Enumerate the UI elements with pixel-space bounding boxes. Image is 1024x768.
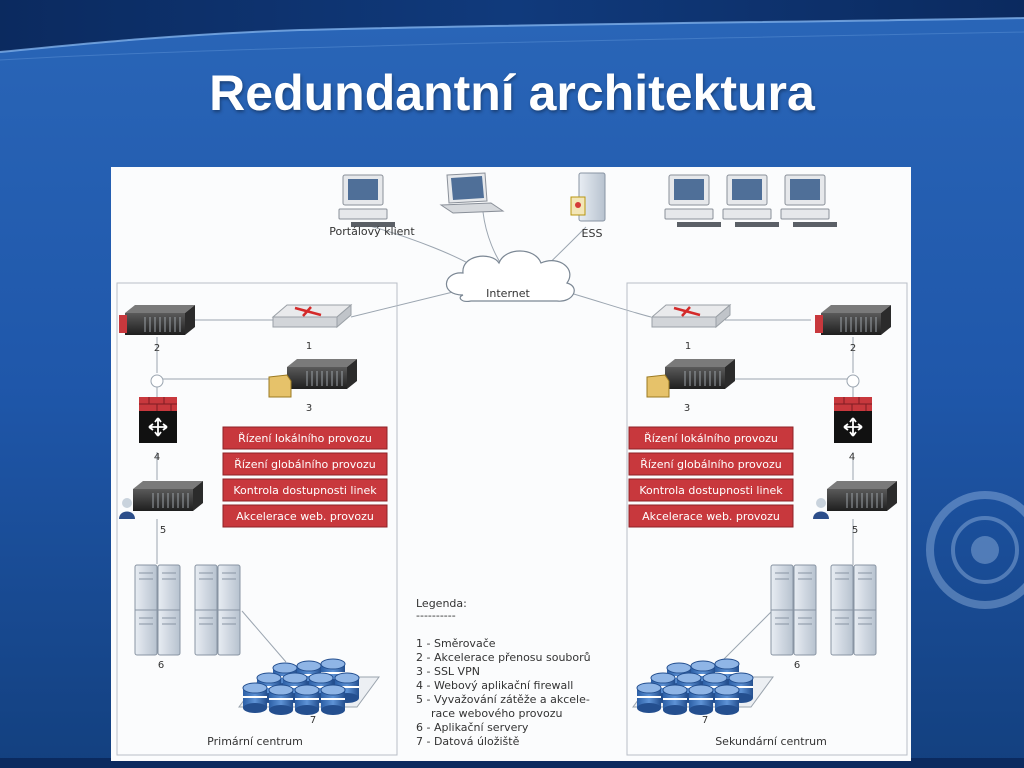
primary-router-icon bbox=[271, 303, 353, 329]
secondary-number-3: 3 bbox=[684, 403, 690, 414]
legend-item: 1 - Směrovače bbox=[416, 637, 496, 650]
secondary-center-frame bbox=[626, 282, 908, 756]
secondary-number-6: 6 bbox=[794, 660, 800, 671]
secondary-feature-label: Řízení globálního provozu bbox=[640, 458, 782, 471]
secondary-feature-box bbox=[628, 426, 794, 450]
pc-group-icon bbox=[664, 174, 838, 228]
secondary-number-5: 5 bbox=[852, 525, 858, 536]
primary-feature-label: Řízení globálního provozu bbox=[234, 458, 376, 471]
primary-feature-list: Řízení lokálního provozu Řízení globální… bbox=[222, 426, 388, 528]
legend-item: 4 - Webový aplikační firewall bbox=[416, 679, 573, 692]
primary-feature-box bbox=[222, 504, 388, 528]
secondary-number-2: 2 bbox=[850, 343, 856, 354]
secondary-ssl-vpn-icon bbox=[646, 358, 736, 398]
ess-server-icon bbox=[570, 172, 606, 222]
secondary-accelerator-icon bbox=[815, 304, 892, 336]
secondary-switch-node bbox=[846, 374, 860, 388]
primary-feature-label: Akcelerace web. provozu bbox=[236, 510, 374, 523]
secondary-number-4: 4 bbox=[849, 452, 855, 463]
decorative-circles bbox=[926, 491, 1024, 609]
secondary-number-1: 1 bbox=[685, 341, 691, 352]
legend-item: race webového provozu bbox=[431, 707, 563, 720]
secondary-feature-box bbox=[628, 504, 794, 528]
primary-switch-node bbox=[150, 374, 164, 388]
primary-feature-label: Kontrola dostupnosti linek bbox=[233, 484, 377, 497]
primary-number-1: 1 bbox=[306, 341, 312, 352]
primary-ssl-vpn-icon bbox=[268, 358, 358, 398]
primary-feature-box bbox=[222, 452, 388, 476]
legend-title: Legenda: bbox=[416, 597, 467, 610]
primary-app-servers-icon bbox=[134, 564, 241, 656]
primary-firewall-icon bbox=[138, 396, 178, 444]
secondary-load-balancer-icon bbox=[813, 480, 898, 519]
secondary-feature-label: Kontrola dostupnosti linek bbox=[639, 484, 783, 497]
primary-load-balancer-icon bbox=[119, 480, 204, 519]
primary-number-2: 2 bbox=[154, 343, 160, 354]
primary-number-5: 5 bbox=[160, 525, 166, 536]
secondary-feature-box bbox=[628, 452, 794, 476]
portal-client-label: Portálový klient bbox=[329, 225, 415, 238]
legend-item: 2 - Akcelerace přenosu souborů bbox=[416, 651, 591, 664]
primary-storage-icon bbox=[239, 659, 379, 715]
architecture-diagram: Portálový klient ESS Internet 2 1 3 4 5 bbox=[116, 172, 908, 756]
legend-item: 3 - SSL VPN bbox=[416, 665, 480, 678]
laptop-icon bbox=[439, 172, 505, 214]
secondary-storage-icon bbox=[633, 659, 773, 715]
primary-number-3: 3 bbox=[306, 403, 312, 414]
slide-title: Redundantní architektura bbox=[209, 65, 815, 121]
primary-feature-box bbox=[222, 426, 388, 450]
portal-client-pc-icon bbox=[338, 174, 396, 228]
secondary-feature-list: Řízení lokálního provozu Řízení globální… bbox=[628, 426, 794, 528]
primary-number-6: 6 bbox=[158, 660, 164, 671]
primary-feature-label: Řízení lokálního provozu bbox=[238, 432, 372, 445]
secondary-feature-label: Řízení lokálního provozu bbox=[644, 432, 778, 445]
legend-item: 5 - Vyvažování zátěže a akcele- bbox=[416, 693, 590, 706]
primary-number-7: 7 bbox=[310, 715, 316, 726]
legend: Legenda: ---------- 1 - Směrovače 2 - Ak… bbox=[416, 597, 591, 748]
architecture-diagram-panel: Portálový klient ESS Internet 2 1 3 4 5 bbox=[111, 167, 911, 761]
secondary-firewall-icon bbox=[833, 396, 873, 444]
primary-feature-box bbox=[222, 478, 388, 502]
internet-cloud-icon bbox=[445, 250, 575, 302]
primary-accelerator-icon bbox=[119, 304, 196, 336]
primary-center-frame bbox=[116, 282, 398, 756]
primary-center-title: Primární centrum bbox=[207, 735, 303, 748]
secondary-center-title: Sekundární centrum bbox=[715, 735, 827, 748]
legend-separator: ---------- bbox=[416, 609, 456, 622]
primary-number-4: 4 bbox=[154, 452, 160, 463]
ess-label: ESS bbox=[582, 227, 603, 240]
internet-label: Internet bbox=[486, 287, 530, 300]
legend-item: 7 - Datová úložiště bbox=[416, 735, 520, 748]
secondary-app-servers-icon bbox=[770, 564, 877, 656]
secondary-number-7: 7 bbox=[702, 715, 708, 726]
connection-lines bbox=[156, 211, 854, 663]
legend-item: 6 - Aplikační servery bbox=[416, 721, 529, 734]
secondary-feature-box bbox=[628, 478, 794, 502]
secondary-feature-label: Akcelerace web. provozu bbox=[642, 510, 780, 523]
secondary-router-icon bbox=[650, 303, 732, 329]
